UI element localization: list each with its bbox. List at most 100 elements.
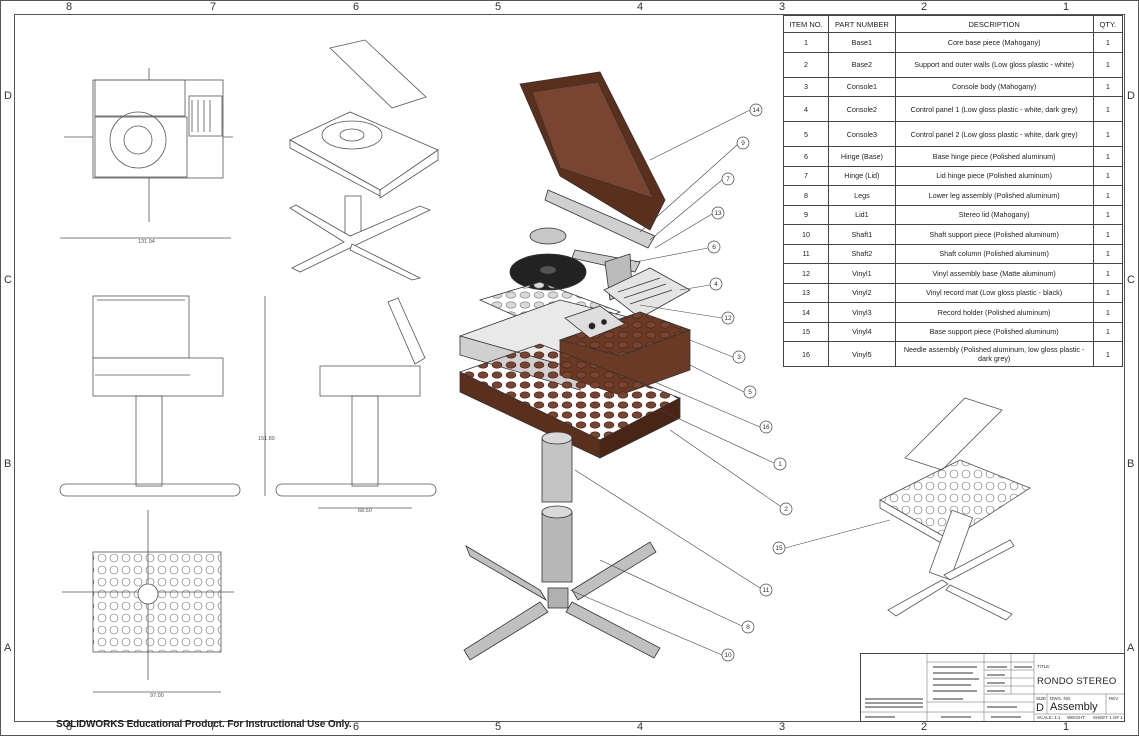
dwg-no-label: DWG. NO. <box>1050 696 1072 701</box>
bom-description: Shaft column (Polished aluminum) <box>894 243 1094 264</box>
bom-part-number: Vinyl2 <box>828 282 896 303</box>
bom-qty: 1 <box>1092 263 1124 284</box>
bom-description: Record holder (Polished aluminum) <box>894 302 1094 323</box>
bom-part-number: Hinge (Base) <box>828 146 896 167</box>
zone-right-D: D <box>1127 90 1135 102</box>
dim-front-height: 151.89 <box>258 436 275 442</box>
bom-qty: 1 <box>1092 146 1124 167</box>
callout-2: 2 <box>784 506 788 513</box>
bom-item-no: 8 <box>782 185 830 206</box>
zone-bottom-8: 8 <box>66 721 73 733</box>
bom-qty: 1 <box>1092 243 1124 264</box>
callout-12: 12 <box>724 315 732 322</box>
bom-qty: 1 <box>1092 224 1124 245</box>
callout-3: 3 <box>737 354 741 361</box>
callout-6: 6 <box>712 244 716 251</box>
zone-right-B: B <box>1127 458 1135 470</box>
callout-leaders <box>569 109 891 656</box>
bom-item-no: 9 <box>782 204 830 225</box>
zone-bottom-2: 2 <box>921 721 928 733</box>
iso-view-top <box>289 39 439 281</box>
sheet-label: SHEET 1 OF 1 <box>1093 715 1123 720</box>
bom-header-row: ITEM NO. PART NUMBER DESCRIPTION QTY. <box>782 15 1124 33</box>
bom-item-no: 1 <box>782 32 830 53</box>
rev-label: REV <box>1109 696 1119 701</box>
bom-part-number: Vinyl3 <box>828 302 896 323</box>
size-label: SIZE <box>1036 696 1047 701</box>
bom-qty: 1 <box>1092 282 1124 303</box>
title-label: TITLE: <box>1037 664 1051 669</box>
callout-bubbles <box>707 103 793 662</box>
iso-view-bottom <box>879 397 1031 621</box>
bom-qty: 1 <box>1092 302 1124 323</box>
zone-top-1: 1 <box>1063 1 1070 13</box>
bom-description: Control panel 1 (Low gloss plastic - whi… <box>894 96 1094 122</box>
callout-4: 4 <box>714 281 718 288</box>
bom-item-no: 16 <box>782 341 830 367</box>
bom-item-no: 13 <box>782 282 830 303</box>
bom-description: Console body (Mahogany) <box>894 76 1094 97</box>
callout-10: 10 <box>724 652 732 659</box>
bom-item-no: 10 <box>782 224 830 245</box>
side-view <box>275 297 437 509</box>
bom-header-desc: DESCRIPTION <box>894 15 1094 33</box>
bom-qty: 1 <box>1092 204 1124 225</box>
bom-description: Stereo lid (Mahogany) <box>894 204 1094 225</box>
zone-left-B: B <box>4 458 12 470</box>
bom-header-item: ITEM NO. <box>782 15 830 33</box>
callout-1: 1 <box>778 461 782 468</box>
bom-item-no: 3 <box>782 76 830 97</box>
bom-part-number: Lid1 <box>828 204 896 225</box>
zone-top-8: 8 <box>66 1 73 13</box>
callout-11: 11 <box>763 587 770 594</box>
bom-qty: 1 <box>1092 185 1124 206</box>
callout-14: 14 <box>752 107 760 114</box>
callout-8: 8 <box>746 624 750 631</box>
bom-part-number: Hinge (Lid) <box>828 165 896 186</box>
callout-13: 13 <box>714 210 722 217</box>
bom-qty: 1 <box>1092 32 1124 53</box>
zone-left-A: A <box>4 642 12 654</box>
zone-bottom-6: 6 <box>353 721 360 733</box>
bom-part-number: Vinyl4 <box>828 321 896 342</box>
bom-part-number: Shaft1 <box>828 224 896 245</box>
scale-label: SCALE: 1:1 <box>1037 715 1061 720</box>
bom-item-no: 15 <box>782 321 830 342</box>
zone-bottom-1: 1 <box>1063 721 1070 733</box>
bom-part-number: Shaft2 <box>828 243 896 264</box>
callout-9: 9 <box>741 140 745 147</box>
bom-part-number: Console1 <box>828 76 896 97</box>
sheet-size: D <box>1036 702 1044 714</box>
bom-qty: 1 <box>1092 121 1124 147</box>
bom-description: Vinyl assembly base (Matte aluminum) <box>894 263 1094 284</box>
bom-part-number: Console2 <box>828 96 896 122</box>
zone-right-A: A <box>1127 642 1135 654</box>
callout-5: 5 <box>748 389 752 396</box>
bom-description: Base hinge piece (Polished aluminum) <box>894 146 1094 167</box>
callout-numbers: 14 9 7 13 6 4 12 3 5 16 1 2 11 8 10 15 <box>712 107 788 659</box>
callout-15: 15 <box>775 545 783 552</box>
bom-description: Control panel 2 (Low gloss plastic - whi… <box>894 121 1094 147</box>
bom-item-no: 6 <box>782 146 830 167</box>
dim-bottom-width: 97.00 <box>150 693 164 699</box>
bom-part-number: Legs <box>828 185 896 206</box>
bom-description: Lid hinge piece (Polished aluminum) <box>894 165 1094 186</box>
drawing-number: Assembly <box>1050 701 1098 713</box>
bom-qty: 1 <box>1092 76 1124 97</box>
zone-top-6: 6 <box>353 1 360 13</box>
zone-top-3: 3 <box>779 1 786 13</box>
zone-right-C: C <box>1127 274 1135 286</box>
bom-description: Core base piece (Mahogany) <box>894 32 1094 53</box>
bom-part-number: Base1 <box>828 32 896 53</box>
